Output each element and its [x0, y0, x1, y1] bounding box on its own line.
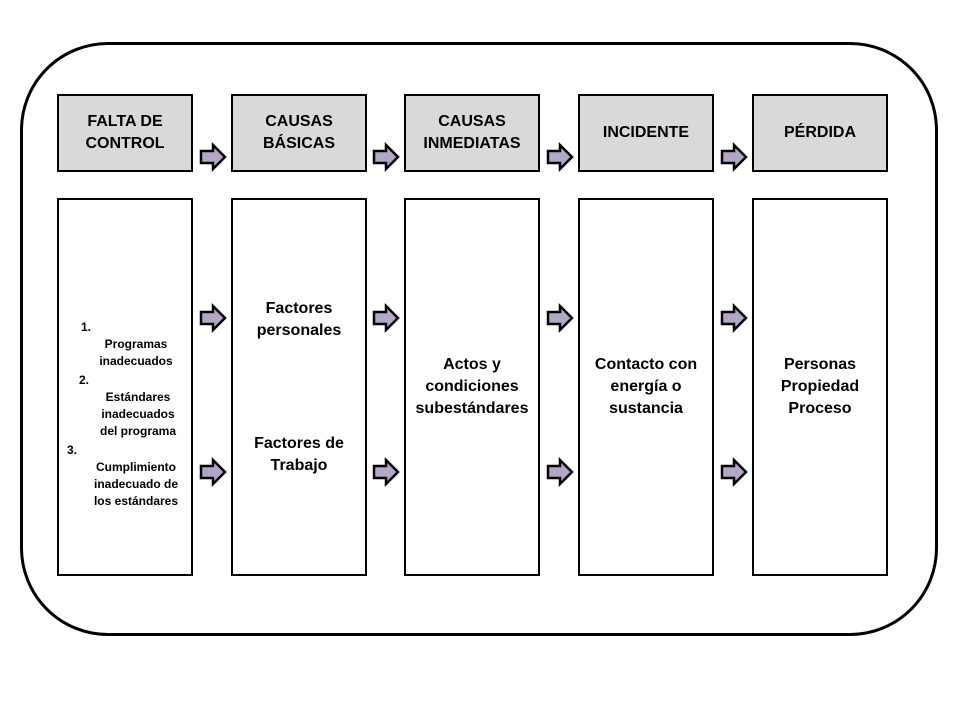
header-label: INCIDENTE [602, 124, 690, 141]
header-causas-inmediatas: CAUSAS INMEDIATAS [404, 94, 540, 172]
list-item: 1. Programas inadecuados [59, 302, 191, 387]
header-label: FALTA DE CONTROL [85, 113, 165, 152]
right-arrow-icon [720, 141, 748, 173]
header-perdida: PÉRDIDA [752, 94, 888, 172]
header-label: PÉRDIDA [783, 124, 856, 141]
list-item-number: 1. [81, 320, 92, 334]
right-arrow-icon [199, 302, 227, 334]
right-arrow-icon [372, 456, 400, 488]
right-arrow-icon [720, 302, 748, 334]
list-item-text: Programas inadecuados [99, 337, 173, 368]
loss-text: Personas Propiedad Proceso [780, 356, 860, 417]
list-item-number: 2. [79, 373, 90, 387]
diagram-frame [20, 42, 938, 636]
immediate-causes-text: Actos y condiciones subestándares [415, 356, 529, 417]
right-arrow-icon [546, 141, 574, 173]
header-label: CAUSAS INMEDIATAS [423, 113, 521, 152]
list-item: 2. Estándares inadecuados del programa [59, 355, 191, 457]
right-arrow-icon [720, 456, 748, 488]
list-item-number: 3. [67, 443, 78, 457]
header-causas-basicas: CAUSAS BÁSICAS [231, 94, 367, 172]
personal-factors: Factores personales [256, 300, 342, 339]
right-arrow-icon [372, 302, 400, 334]
incident-text: Contacto con energía o sustancia [594, 356, 698, 417]
right-arrow-icon [372, 141, 400, 173]
header-incidente: INCIDENTE [578, 94, 714, 172]
right-arrow-icon [199, 456, 227, 488]
basic-causes-box: Factores personales Factores de Trabajo [231, 198, 367, 576]
control-list-box: 1. Programas inadecuados 2. Estándares i… [57, 198, 193, 576]
header-falta-de-control: FALTA DE CONTROL [57, 94, 193, 172]
header-label: CAUSAS BÁSICAS [262, 113, 335, 152]
right-arrow-icon [546, 302, 574, 334]
immediate-causes-box: Actos y condiciones subestándares [404, 198, 540, 576]
right-arrow-icon [546, 456, 574, 488]
control-list: 1. Programas inadecuados 2. Estándares i… [59, 200, 191, 574]
list-item-text: Estándares inadecuados del programa [99, 390, 177, 438]
loss-box: Personas Propiedad Proceso [752, 198, 888, 576]
list-item-text: Cumplimiento inadecuado de los estándare… [93, 460, 179, 508]
work-factors: Factores de Trabajo [254, 435, 344, 474]
list-item: 3. Cumplimiento inadecuado de los estánd… [59, 425, 191, 527]
incident-box: Contacto con energía o sustancia [578, 198, 714, 576]
right-arrow-icon [199, 141, 227, 173]
